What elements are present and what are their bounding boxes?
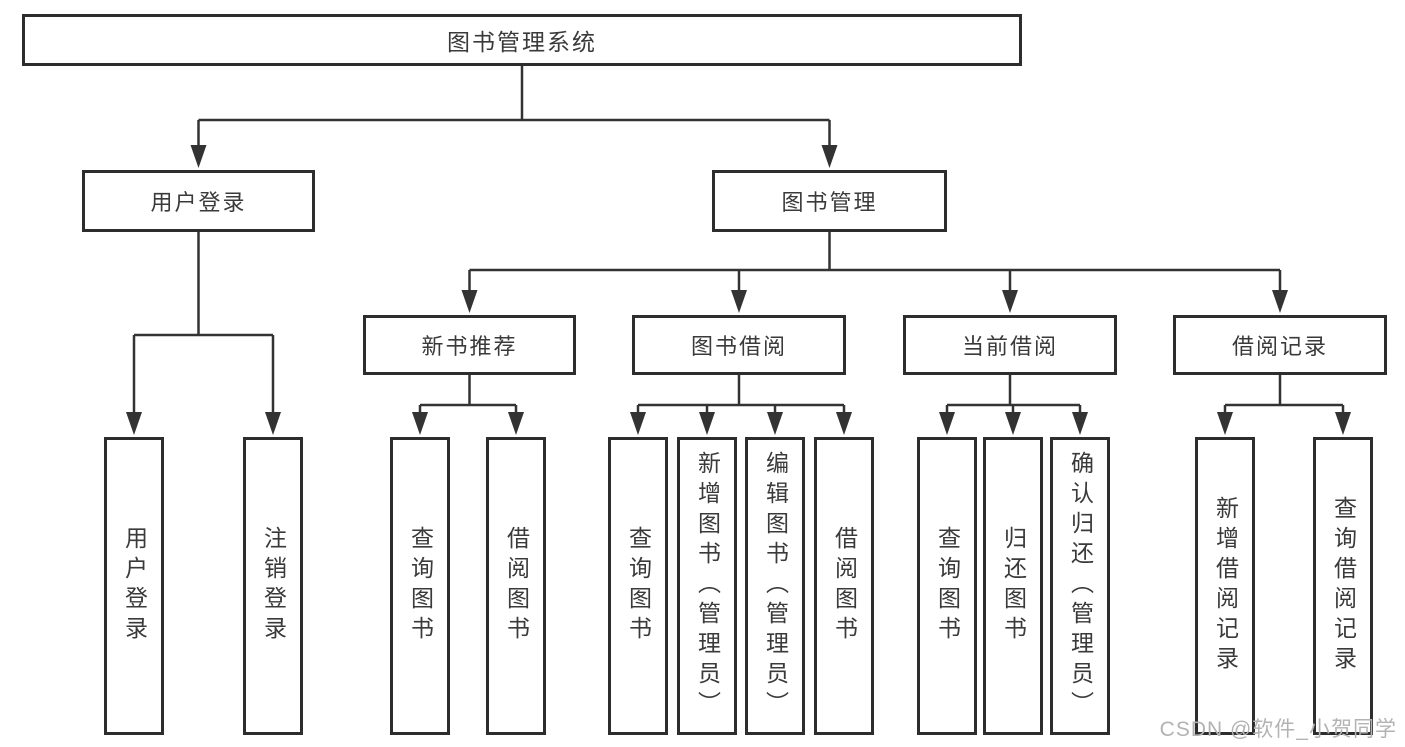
leaf-return-books: 归还图书 <box>983 437 1043 735</box>
node-book-management-module: 图书管理 <box>712 170 947 232</box>
node-borrowing-records: 借阅记录 <box>1173 315 1387 375</box>
leaf-borrow-books-recommend: 借阅图书 <box>486 437 546 735</box>
node-book-borrowing: 图书借阅 <box>632 315 846 375</box>
csdn-watermark: CSDN @软件_小贺同学 <box>1159 718 1397 741</box>
leaf-add-borrow-record: 新增借阅记录 <box>1195 437 1255 735</box>
leaf-edit-books-admin: 编辑图书（管理员） <box>745 437 805 735</box>
node-library-system: 图书管理系统 <box>22 14 1022 66</box>
leaf-query-books-recommend: 查询图书 <box>390 437 450 735</box>
leaf-add-books-admin: 新增图书（管理员） <box>677 437 737 735</box>
leaf-borrow-books-borrowing: 借阅图书 <box>814 437 874 735</box>
node-new-book-recommendation: 新书推荐 <box>363 315 576 375</box>
leaf-query-books-current: 查询图书 <box>917 437 977 735</box>
leaf-confirm-return-admin: 确认归还（管理员） <box>1050 437 1110 735</box>
leaf-logout: 注销登录 <box>243 437 303 735</box>
leaf-user-login: 用户登录 <box>104 437 164 735</box>
node-current-borrowing: 当前借阅 <box>903 315 1117 375</box>
leaf-query-books-borrowing: 查询图书 <box>608 437 668 735</box>
leaf-query-borrow-record: 查询借阅记录 <box>1313 437 1373 735</box>
node-user-login-module: 用户登录 <box>82 170 315 232</box>
